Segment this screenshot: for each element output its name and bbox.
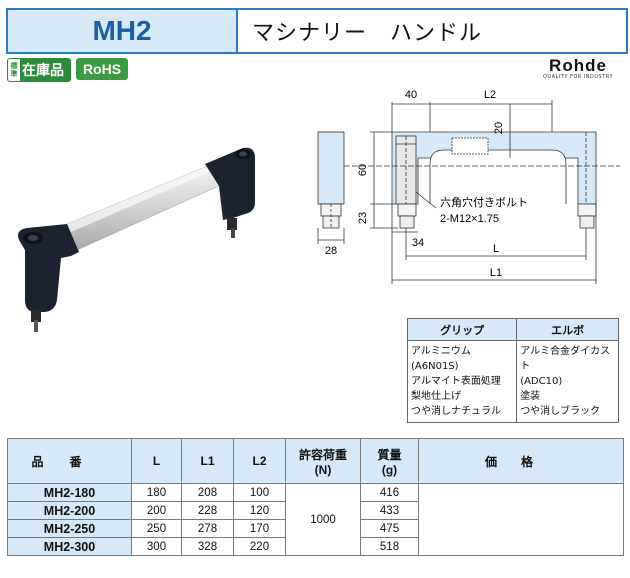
bolt-label-1: 六角穴付きボルト xyxy=(440,195,528,209)
bolt-label-2: 2-M12×1.75 xyxy=(440,213,499,225)
technical-drawing: 40 L2 20 60 23 28 34 L L1 六角穴付きボルト 2-M12… xyxy=(317,89,620,284)
allowable-load: 1000 xyxy=(285,483,361,556)
dim-34: 34 xyxy=(412,237,424,249)
header-price: 価格 xyxy=(418,438,624,484)
stock-badge-small-1: 標 xyxy=(10,62,18,70)
title-bar: MH2 マシナリー ハンドル xyxy=(6,8,628,54)
dim-40: 40 xyxy=(405,89,417,101)
table-row: MH2-250 250 278 170 475 xyxy=(7,519,624,538)
table-row: MH2-180 180 208 100 1000 416 xyxy=(7,483,624,556)
elbow-material: アルミ合金ダイカスト (ADC10) 塗装 つや消しブラック xyxy=(516,340,619,423)
header-load: 許容荷重 (N) xyxy=(285,438,361,484)
logo-brand: Rohde xyxy=(549,56,607,75)
table-row: MH2-300 300 328 220 518 xyxy=(7,537,624,556)
dim-28: 28 xyxy=(325,245,337,257)
header-part: 品番 xyxy=(7,438,132,484)
logo-tagline: QUALITY FOR INDUSTRY xyxy=(542,74,613,80)
stock-badge-small-2: 準 xyxy=(10,70,18,78)
dim-23: 23 xyxy=(357,212,369,224)
material-table: グリップ エルボ アルミニウム(A6N01S) アルマイト表面処理 梨地仕上げ … xyxy=(406,318,619,423)
product-name: マシナリー ハンドル xyxy=(252,21,483,46)
grip-header: グリップ xyxy=(406,318,518,341)
rohs-badge: RoHS xyxy=(76,58,128,80)
handle-product-image xyxy=(18,147,255,332)
grip-material: アルミニウム(A6N01S) アルマイト表面処理 梨地仕上げ つや消しナチュラル xyxy=(406,340,518,423)
table-row: MH2-200 200 228 120 433 xyxy=(7,501,624,520)
elbow-header: エルボ xyxy=(516,318,619,341)
header-l: L xyxy=(131,438,182,484)
header-mass: 質量 (g) xyxy=(360,438,419,484)
spec-table: 品番 L L1 L2 許容荷重 (N) 質量 (g) 価格 MH2-180 18… xyxy=(7,438,624,556)
product-code: MH2 xyxy=(8,10,238,52)
dim-l1: L1 xyxy=(490,267,502,279)
stock-badge-label: 在庫品 xyxy=(22,63,64,79)
dim-l: L xyxy=(493,243,499,255)
dim-20: 20 xyxy=(493,122,505,134)
rohde-logo: Rohde QUALITY FOR INDUSTRY xyxy=(532,56,624,80)
stock-badge: 標 準 在庫品 xyxy=(7,58,71,82)
header-l1: L1 xyxy=(181,438,234,484)
dim-60: 60 xyxy=(357,164,369,176)
dim-l2: L2 xyxy=(484,89,496,101)
header-l2: L2 xyxy=(233,438,286,484)
price-cell xyxy=(418,483,624,556)
